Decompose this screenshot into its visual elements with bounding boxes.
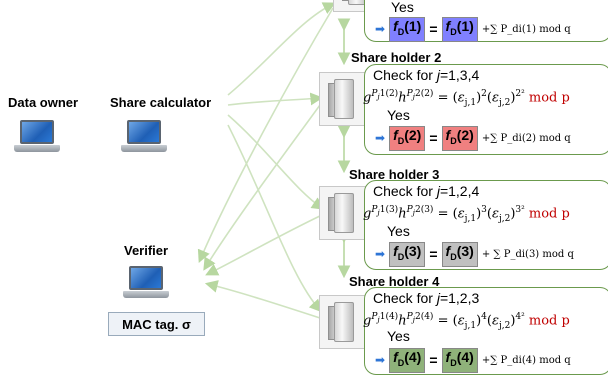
link-sh1-verifier	[197, 7, 334, 263]
arrow-right-icon: ➡	[375, 247, 386, 262]
fd-box-left: fD(2)	[389, 126, 426, 151]
share-holder-4-title: Share holder 4	[349, 274, 440, 289]
data-owner-laptop-icon	[14, 120, 60, 158]
yes-label: Yes	[387, 107, 410, 123]
fd-box-right: fD(2)	[441, 126, 478, 151]
share-holder-3-panel: Check for j=1,2,4 gPj1(3)hPj2(3) = (εj,1…	[363, 180, 608, 270]
arrow-right-icon: ➡	[375, 131, 386, 146]
fd-box-right: fD(3)	[441, 242, 478, 267]
share-calculator-laptop-icon	[121, 120, 167, 158]
yes-label: Yes	[391, 0, 414, 15]
result-row-3: ➡ fD(3) = fD(3) + ∑ P_di(3) mod q	[375, 242, 574, 267]
result-row-4: ➡ fD(4) = fD(4) +∑ P_di(4) mod q	[375, 348, 571, 373]
share-calculator-label: Share calculator	[110, 95, 212, 110]
server-icon-4	[319, 295, 371, 349]
result-row-1: ➡ fD(1) = fD(1) +∑ P_di(1) mod q	[375, 17, 571, 42]
link-calc-sh1	[227, 2, 336, 96]
fd-box-right: fD(1)	[441, 17, 478, 42]
share-holder-2-title: Share holder 2	[351, 50, 442, 65]
verification-formula: gPj1(3)hPj2(3) = (εj,1)3(εj,2)3² mod p	[363, 205, 570, 224]
verifier-laptop-icon	[123, 266, 169, 304]
check-text: Check for j=1,2,4	[373, 183, 480, 199]
link-calc-sh3	[227, 114, 325, 210]
yes-label: Yes	[387, 328, 410, 344]
fd-box-left: fD(3)	[389, 242, 426, 267]
verification-formula: gPj1(2)hPj2(2) = (εj,1)2(εj,2)2² mod p	[363, 89, 570, 108]
verification-formula: gPj1(4)hPj2(4) = (εj,1)4(εj,2)4² mod p	[363, 312, 570, 331]
link-calc-sh2	[227, 92, 324, 106]
check-text: Check for j=1,2,3	[373, 290, 480, 306]
link-sh3-verifier	[205, 214, 323, 276]
sum-term: +∑ P_di(1) mod q	[481, 23, 571, 35]
sum-term: + ∑ P_di(3) mod q	[481, 248, 574, 260]
share-holder-1-panel: Yes ➡ fD(1) = fD(1) +∑ P_di(1) mod q	[364, 0, 608, 42]
share-holder-2-panel: Check for j=1,3,4 gPj1(2)hPj2(2) = (εj,1…	[363, 64, 608, 155]
check-text: Check for j=1,3,4	[373, 67, 480, 83]
mac-tag-box: MAC tag. σ	[108, 312, 205, 336]
share-holder-4-panel: Check for j=1,2,3 gPj1(4)hPj2(4) = (εj,1…	[363, 287, 608, 375]
fd-box-right: fD(4)	[441, 348, 478, 373]
sum-term: +∑ P_di(2) mod q	[481, 132, 571, 144]
link-calc-sh4	[227, 124, 323, 313]
yes-label: Yes	[387, 223, 410, 239]
link-sh4-verifier	[204, 280, 321, 319]
server-icon-2	[319, 72, 371, 126]
arrow-right-icon: ➡	[375, 353, 386, 368]
share-holder-3-title: Share holder 3	[349, 167, 440, 182]
result-row-2: ➡ fD(2) = fD(2) +∑ P_di(2) mod q	[375, 126, 571, 151]
link-sh2-verifier	[203, 104, 321, 271]
data-owner-label: Data owner	[8, 95, 79, 110]
verifier-label: Verifier	[124, 243, 169, 258]
arrow-right-icon: ➡	[375, 22, 386, 37]
fd-box-left: fD(4)	[389, 348, 426, 373]
fd-box-left: fD(1)	[389, 17, 426, 42]
sum-term: +∑ P_di(4) mod q	[481, 354, 571, 366]
